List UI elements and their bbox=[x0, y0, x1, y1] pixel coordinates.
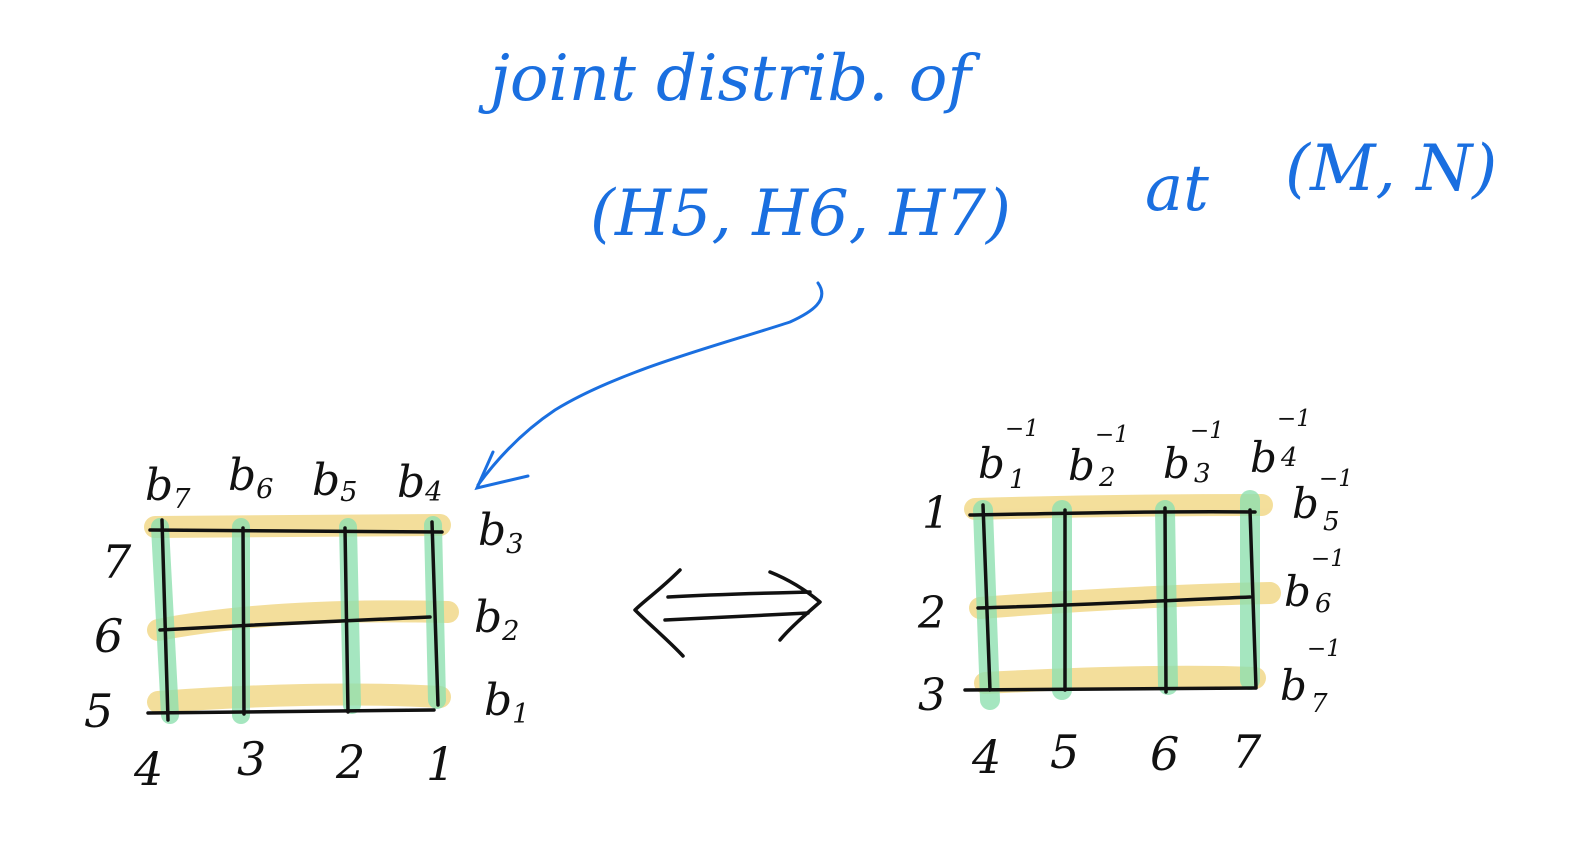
left-col-label: 2 bbox=[335, 735, 365, 789]
left-hline-top bbox=[148, 528, 444, 534]
equivalence-right-head bbox=[768, 570, 822, 642]
left-top-label: b7 bbox=[145, 460, 191, 515]
equivalence-left-head bbox=[633, 568, 685, 658]
left-row-labels: 7 6 5 bbox=[84, 535, 132, 738]
left-right-labels: b3 b2 b1 bbox=[474, 505, 530, 730]
annotation-arrow-head bbox=[474, 450, 530, 491]
right-row-label: 1 bbox=[922, 488, 950, 539]
annotation-arrow bbox=[474, 281, 824, 491]
left-grid: b7 b6 b5 b4 b3 b2 b1 7 6 5 4 3 2 1 bbox=[84, 450, 530, 796]
left-col-highlight-3 bbox=[339, 518, 361, 714]
annotation-mn: (M, N) bbox=[1285, 132, 1497, 206]
left-row-label: 7 bbox=[102, 535, 132, 589]
left-grid-lines bbox=[146, 518, 444, 722]
annotation-at: at bbox=[1145, 152, 1209, 226]
left-vline-2 bbox=[241, 526, 246, 716]
equivalence-upper-bar bbox=[666, 590, 812, 599]
left-row-highlight-middle bbox=[147, 600, 459, 641]
left-right-label: b3 bbox=[478, 505, 524, 560]
left-row-label: 5 bbox=[84, 684, 113, 738]
right-hline-bottom bbox=[963, 686, 1257, 692]
right-hline-middle bbox=[976, 595, 1252, 610]
left-col-label: 1 bbox=[426, 737, 455, 791]
right-col-label: 7 bbox=[1232, 725, 1262, 779]
right-vline-4 bbox=[1248, 508, 1258, 690]
left-col-label: 4 bbox=[133, 742, 163, 796]
right-row-label: 2 bbox=[917, 588, 946, 639]
right-row-highlight-bottom bbox=[974, 665, 1266, 694]
right-col-label: 4 bbox=[971, 730, 1001, 784]
equivalence-arrow: ⟺ bbox=[633, 568, 822, 658]
left-right-label: b2 bbox=[474, 592, 520, 647]
left-top-label: b6 bbox=[228, 450, 274, 505]
left-top-label: b5 bbox=[312, 455, 358, 508]
equivalence-lower-bar bbox=[663, 611, 810, 622]
left-row-highlight-bottom bbox=[147, 683, 451, 713]
annotation-line1: joint distrib. of bbox=[478, 42, 981, 116]
right-vline-1 bbox=[981, 503, 992, 692]
left-col-labels: 4 3 2 1 bbox=[133, 732, 455, 796]
left-row-label: 6 bbox=[94, 609, 123, 663]
right-row-labels: 1 2 3 bbox=[917, 488, 950, 721]
right-col-label: 5 bbox=[1050, 725, 1079, 779]
right-row-highlight-top bbox=[964, 494, 1273, 520]
left-row-highlight-top bbox=[144, 514, 451, 538]
right-row-highlights bbox=[964, 494, 1281, 694]
annotation-arrow-shaft bbox=[476, 281, 824, 487]
left-vline-3 bbox=[343, 526, 350, 714]
right-hline-top bbox=[968, 509, 1257, 517]
left-top-label: b4 bbox=[397, 457, 443, 508]
right-col-labels: 4 5 6 7 bbox=[971, 725, 1262, 784]
left-vline-4 bbox=[430, 520, 440, 707]
left-row-highlights bbox=[144, 514, 459, 713]
left-col-label: 3 bbox=[237, 732, 266, 786]
right-col-label: 6 bbox=[1150, 727, 1179, 781]
right-grid-lines bbox=[963, 503, 1258, 694]
right-row-label: 3 bbox=[918, 670, 946, 721]
left-right-label: b1 bbox=[484, 675, 530, 730]
right-vline-3 bbox=[1163, 506, 1168, 694]
left-top-labels: b7 b6 b5 b4 bbox=[145, 450, 443, 515]
left-hline-bottom bbox=[146, 708, 436, 715]
left-vline-1 bbox=[160, 518, 170, 722]
annotation-variables: (H5, H6, H7) bbox=[590, 177, 1011, 251]
left-hline-middle bbox=[158, 615, 432, 632]
annotation: joint distrib. of (H5, H6, H7) at (M, N) bbox=[478, 42, 1497, 251]
